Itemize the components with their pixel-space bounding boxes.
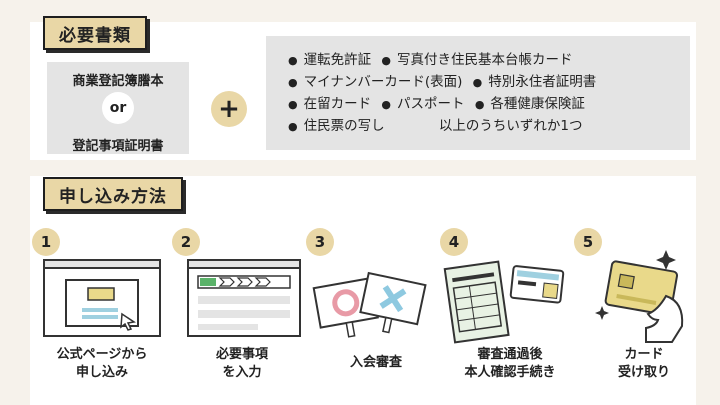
id-row: ●在留カード ●パスポート ●各種健康保険証 — [288, 96, 585, 112]
step-number: 4 — [440, 228, 468, 256]
step-number: 3 — [306, 228, 334, 256]
step-label: 公式ページから申し込み — [56, 347, 148, 380]
id-row: ●マイナンバーカード(表面) ●特別永住者証明書 — [288, 74, 597, 90]
step-label: 入会審査 — [349, 355, 402, 370]
step-number: 2 — [172, 228, 200, 256]
web-page-icon — [43, 259, 161, 337]
id-row: ●住民票の写し 以上のうちいずれか1つ — [288, 118, 583, 134]
card-receive-icon — [595, 250, 684, 343]
doc-label-registry-copy: 商業登記簿謄本 — [72, 74, 164, 89]
required-docs-heading: 必要書類 — [43, 16, 147, 50]
step-number: 5 — [574, 228, 602, 256]
id-verification-icon — [443, 260, 565, 344]
id-row: ●運転免許証 ●写真付き住民基本台帳カード — [288, 52, 573, 68]
review-signs-icon — [312, 271, 427, 338]
form-input-icon — [187, 259, 301, 337]
step-label: 必要事項を入力 — [215, 347, 268, 380]
application-heading: 申し込み方法 — [43, 177, 183, 211]
plus-icon: + — [211, 91, 247, 127]
or-badge: or — [102, 92, 134, 124]
id-docs-box: ●運転免許証 ●写真付き住民基本台帳カード ●マイナンバーカード(表面) ●特別… — [266, 36, 690, 150]
step-label: 審査通過後本人確認手続き — [464, 347, 556, 380]
step-number: 1 — [32, 228, 60, 256]
step-label: カード受け取り — [617, 347, 670, 380]
doc-label-certificate: 登記事項証明書 — [72, 139, 164, 154]
company-doc-box: 商業登記簿謄本 or 登記事項証明書 — [47, 62, 189, 154]
id-note: 以上のうちいずれか1つ — [438, 118, 583, 134]
